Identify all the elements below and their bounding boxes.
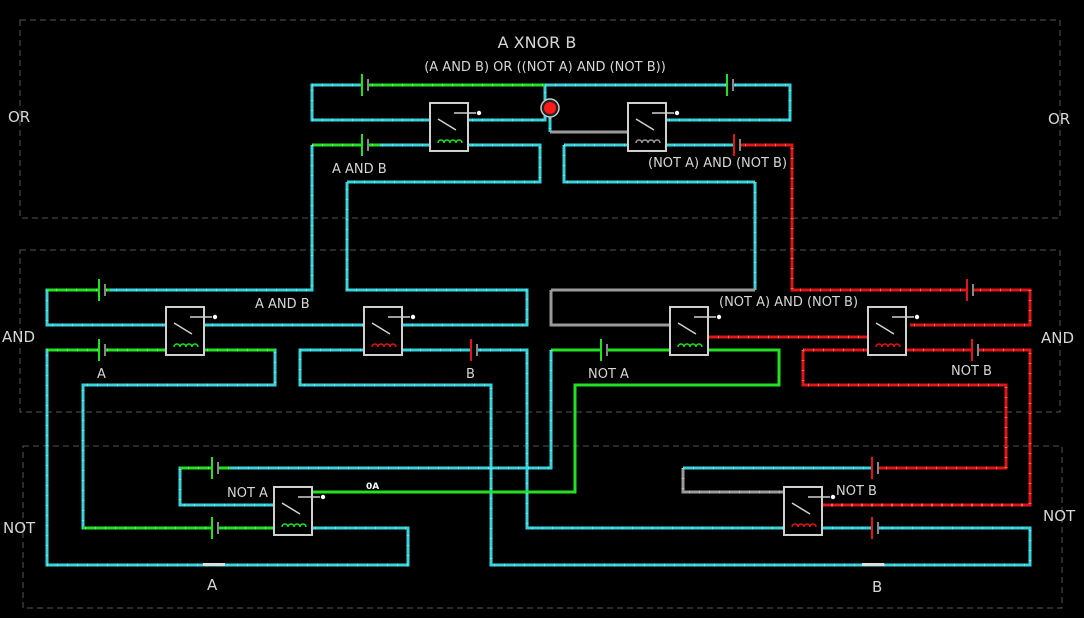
relays [165,102,920,536]
label-a-small: A [97,367,106,382]
label-switch-a: A [207,576,218,594]
relay-icon [627,102,680,152]
diagram-subtitle: (A AND B) OR ((NOT A) AND (NOT B)) [424,60,666,75]
or-region [19,19,1061,219]
battery-icon [470,339,478,361]
not-a-lower-power [83,466,300,530]
label-nota-notb-mid: (NOT A) AND (NOT B) [719,295,858,310]
label-a-and-b-mid: A AND B [255,297,310,312]
label-not-b-low: NOT B [836,484,877,499]
battery-icon [971,339,979,361]
label-switch-b: B [872,578,882,596]
relay-icon [669,306,722,356]
section-label-and-right: AND [1041,329,1074,347]
relay-icon [429,102,482,152]
nota-notb-red-top [735,143,1032,327]
battery-icon [98,339,106,361]
label-not-b-mid: NOT B [951,364,992,379]
label-not-a-low: NOT A [227,486,268,501]
battery-icon [871,517,879,539]
battery-icon [600,339,608,361]
label-a-and-b-top: A AND B [332,162,387,177]
section-label-or-right: OR [1048,110,1070,128]
battery-icon [361,74,369,96]
battery-icon [361,134,369,156]
relay-icon [273,486,326,536]
battery-icon [98,279,106,301]
wires [45,83,1032,567]
label-nota-notb-top: (NOT A) AND (NOT B) [648,156,787,171]
label-wire-tag: 0A [366,482,379,492]
switch-icon[interactable] [862,563,884,566]
a-and-b-return [312,143,542,184]
section-label-or-left: OR [8,108,30,126]
battery-icon [966,279,974,301]
nota-notb-grey-loop [549,288,755,327]
battery-icon [733,134,741,156]
and-region [19,249,1061,413]
relay-icon [363,306,416,356]
a-and-b-feeder-1 [45,145,529,327]
or-right-loop [545,83,792,122]
section-label-not-left: NOT [3,519,36,537]
relay-icon [165,306,218,356]
not-a-power-loop [312,348,781,494]
battery-icon [211,457,219,479]
battery-icon [726,74,734,96]
switch-icon[interactable] [203,563,225,566]
batteries [98,74,979,539]
section-label-and-left: AND [2,328,35,346]
label-not-a-mid: NOT A [588,367,629,382]
not-region [22,445,1063,609]
and-b-loop [298,348,1032,567]
led-icon [540,98,560,118]
battery-icon [871,457,879,479]
diagram-title: A XNOR B [498,33,577,52]
relay-icon [867,306,920,356]
relay-icon [783,486,836,536]
label-b-small: B [466,367,475,382]
section-label-not-right: NOT [1043,507,1076,525]
battery-icon [211,517,219,539]
not-b-grey [681,468,785,494]
